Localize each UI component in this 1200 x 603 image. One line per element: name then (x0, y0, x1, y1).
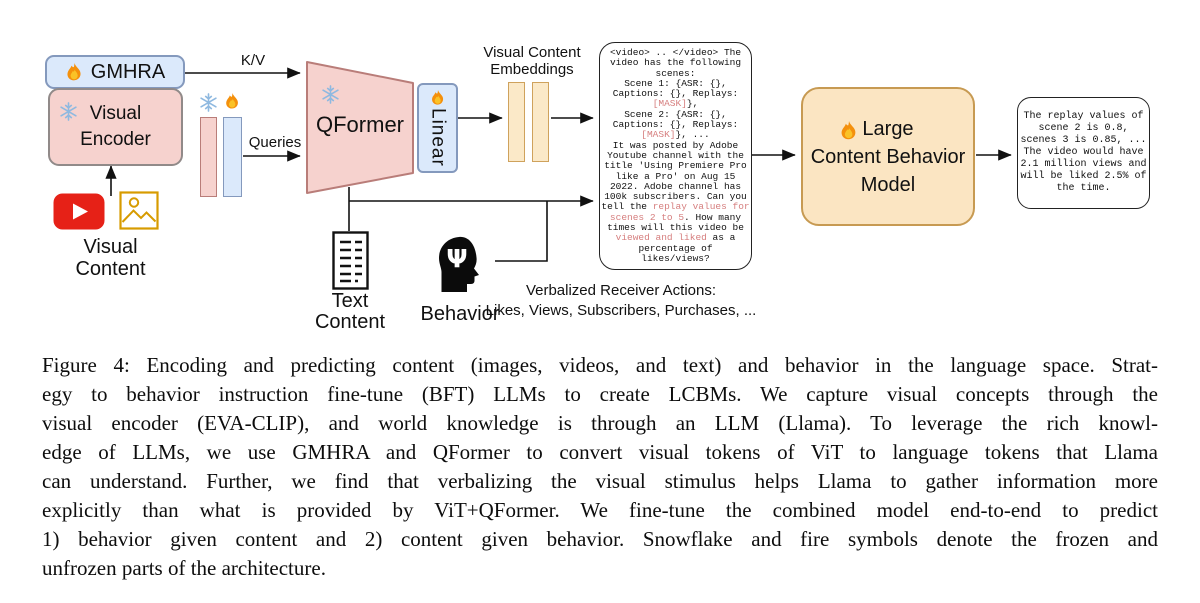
snowflake-icon (200, 93, 217, 112)
caption-line: 1) behavior given content and 2) content… (42, 527, 1158, 551)
gmhra-label: GMHRA (90, 60, 166, 83)
line-behavior-connector (495, 201, 548, 262)
lcbm-label: Large Content Behavior Model (810, 117, 966, 196)
output-line: The video would have (1023, 147, 1144, 158)
lcbm-box: Large Content Behavior Model (801, 87, 975, 226)
prompt-line: Captions: {}, Replays: (612, 88, 739, 100)
query-bar-frozen (200, 117, 217, 197)
caption-line: visual encoder (EVA-CLIP), and world kno… (42, 411, 1158, 435)
visual-content-label: Visual Content (75, 236, 146, 280)
image-icon (119, 191, 159, 230)
prompt-line: likes/views? (641, 252, 710, 264)
prompt-line: percentage of (638, 242, 713, 254)
queries-label: Queries (248, 134, 302, 151)
prompt-line: like a Pro' on Aug 15 (615, 170, 736, 182)
flame-icon (841, 121, 856, 140)
document-icon (332, 231, 369, 290)
caption-line: egy to behavior instruction fine-tune (B… (42, 382, 1158, 406)
prompt-line: It was posted by Adobe (612, 139, 739, 151)
linear-label: Linear (427, 108, 449, 167)
prompt-line: Youtube channel with the (607, 149, 744, 161)
embeddings-label: Visual Content Embeddings (483, 44, 581, 78)
prompt-line: title 'Using Premiere Pro (604, 160, 747, 172)
kv-label: K/V (240, 52, 266, 69)
output-line: The replay values of (1023, 111, 1144, 122)
output-line: scenes 3 is 0.85, ... (1020, 135, 1147, 146)
caption-line: unfrozen parts of the architecture. (42, 556, 326, 580)
prompt-line: 100k subscribers. Can you (604, 191, 747, 203)
prompt-line: scenes: (655, 67, 696, 79)
output-line: will be liked 2.5% of (1020, 171, 1147, 182)
head-psi-icon: Ψ (439, 236, 479, 292)
qformer-trapezoid (306, 61, 414, 194)
gmhra-box: GMHRA (45, 55, 185, 89)
query-bar-trainable (223, 117, 242, 197)
snowflake-icon (60, 102, 77, 121)
caption-line: Figure 4: Encoding and predicting conten… (42, 353, 1158, 377)
prompt-line: <video> .. </video> The (609, 47, 742, 58)
visual-encoder-box: Visual Encoder (48, 88, 183, 166)
prompt-line: times will this video be (607, 222, 744, 234)
diagram-connectors (105, 61, 1012, 262)
prompt-line: [MASK]}, ... (641, 129, 710, 141)
caption-line: can understand. Further, we find that ve… (42, 469, 1158, 493)
output-line: scene 2 is 0.8, (1038, 123, 1129, 134)
figure-caption: Figure 4: Encoding and predicting conten… (42, 351, 1158, 583)
prompt-line: Scene 1: {ASR: {}, (624, 77, 727, 89)
prompt-line: scenes 2 to 5. How many (609, 211, 742, 223)
visual-encoder-label: Visual Encoder (80, 103, 151, 150)
output-line: 2.1 million views and (1020, 159, 1147, 170)
text-content-label: Text Content (314, 290, 386, 333)
prompt-line: video has the following (609, 57, 742, 69)
flame-icon (431, 90, 443, 105)
prompt-line: tell the replay values for (601, 201, 750, 213)
prompt-line: Scene 2: {ASR: {}, (624, 108, 727, 120)
prompt-line: 2022. Adobe channel has (609, 180, 742, 192)
embedding-bar (508, 82, 525, 162)
embedding-bar (532, 82, 549, 162)
caption-line: edge of LLMs, we use GMHRA and QFormer t… (42, 440, 1158, 464)
qformer-label: QFormer (316, 112, 404, 137)
prompt-line: [MASK]}, (652, 98, 699, 110)
prompt-line: Captions: {}, Replays: (612, 119, 739, 131)
flame-icon (226, 93, 238, 109)
svg-text:Ψ: Ψ (446, 244, 467, 273)
output-line: the time. (1056, 183, 1111, 194)
flame-icon (67, 62, 81, 80)
behavior-label: Behavior (420, 303, 500, 325)
snowflake-icon (322, 85, 339, 104)
youtube-icon (53, 193, 105, 230)
linear-box: Linear (417, 83, 458, 173)
caption-line: explicitly than what is provided by ViT+… (42, 498, 1158, 522)
prompt-line: viewed and liked as a (615, 232, 736, 244)
verbalized-receiver-actions: Verbalized Receiver Actions: Likes, View… (485, 282, 757, 319)
